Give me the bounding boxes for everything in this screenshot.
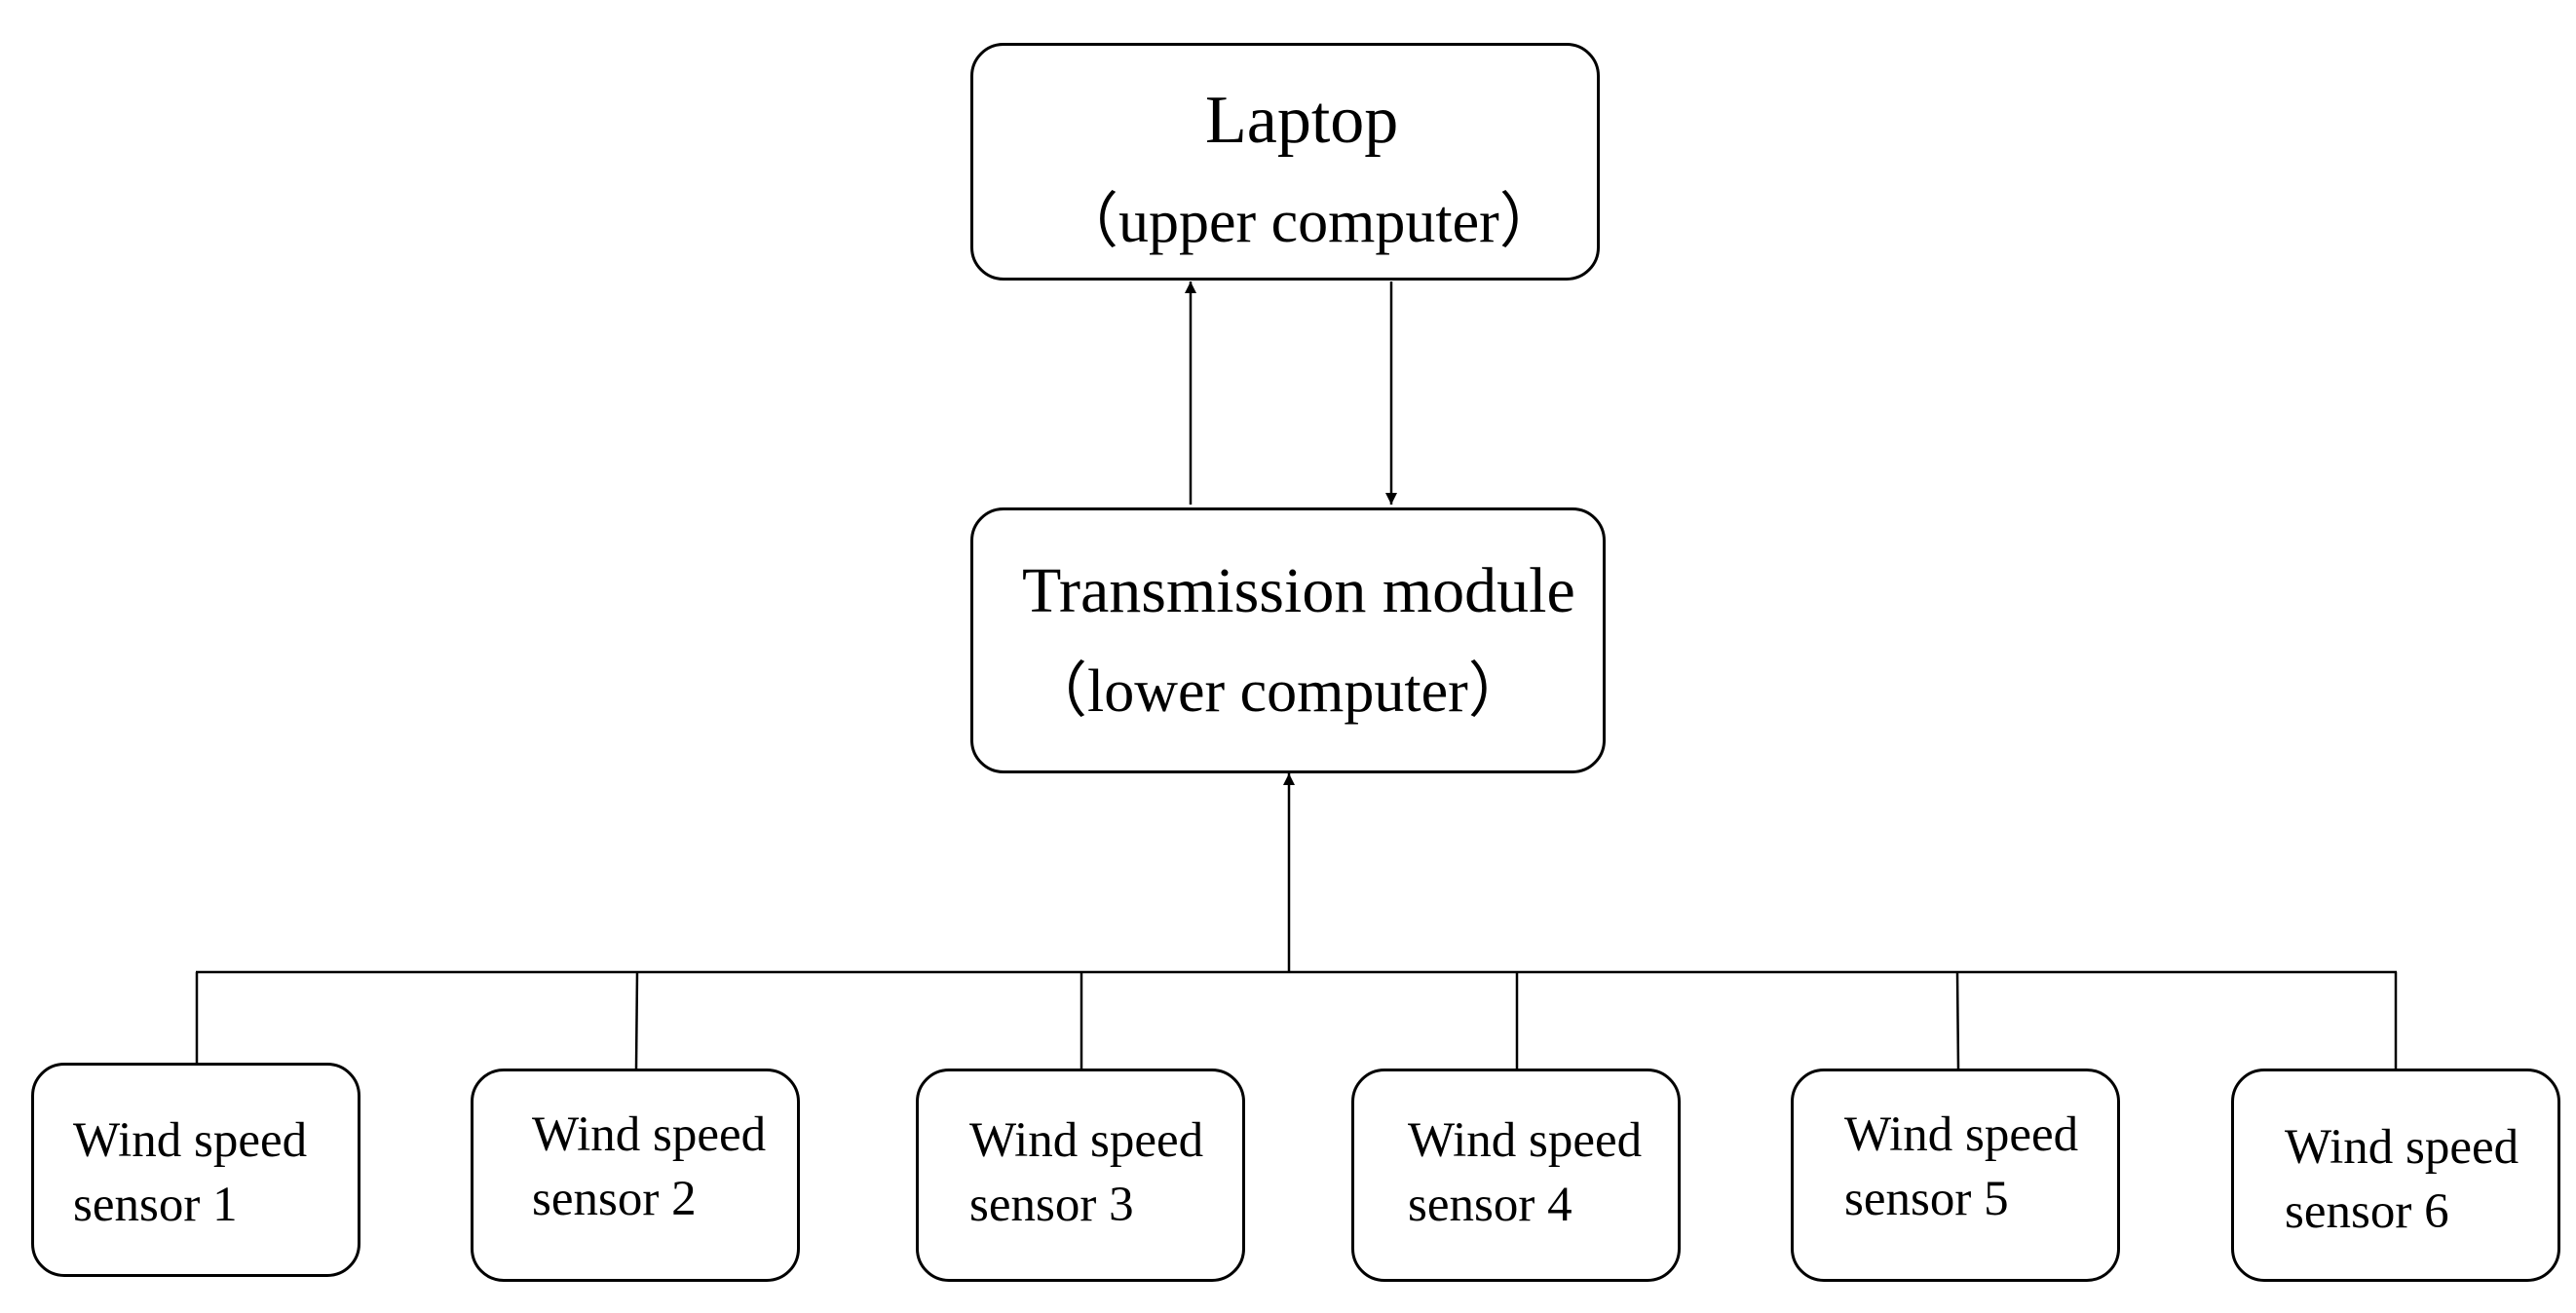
- sensor-label-line1: Wind speed: [532, 1107, 767, 1162]
- sensor-label-line1: Wind speed: [1408, 1113, 1643, 1168]
- sensor-5-connector: [1955, 971, 1960, 1069]
- sensor-label-line1: Wind speed: [969, 1113, 1204, 1168]
- sensor-label-line2: sensor 4: [1408, 1178, 1572, 1232]
- sensor-label-line2: sensor 1: [73, 1178, 238, 1232]
- sensor-node-6: Wind speed sensor 6: [2231, 1069, 2560, 1282]
- sensor-node-5: Wind speed sensor 5: [1791, 1069, 2120, 1282]
- sensor-label-line2: sensor 3: [969, 1178, 1134, 1232]
- sensor-label-line2: sensor 2: [532, 1172, 697, 1226]
- sensor-node-1: Wind speed sensor 1: [31, 1063, 360, 1277]
- sensor-node-2: Wind speed sensor 2: [471, 1069, 800, 1282]
- laptop-title: Laptop: [1205, 83, 1399, 158]
- sensor-node-4: Wind speed sensor 4: [1351, 1069, 1681, 1282]
- sensor-2-connector: [634, 971, 639, 1069]
- sensor-label-line1: Wind speed: [2285, 1120, 2519, 1175]
- transmission-subtitle: （lower computer）: [1027, 658, 1529, 725]
- sensor-label-line1: Wind speed: [73, 1113, 308, 1168]
- sensor-label-line1: Wind speed: [1844, 1107, 2079, 1162]
- sensor-label-line2: sensor 6: [2285, 1184, 2449, 1239]
- laptop-node: Laptop （upper computer）: [970, 43, 1600, 281]
- sensor-node-3: Wind speed sensor 3: [916, 1069, 1245, 1282]
- laptop-subtitle: （upper computer）: [1058, 189, 1560, 255]
- sensor-label-line2: sensor 5: [1844, 1172, 2009, 1226]
- transmission-title: Transmission module: [1022, 555, 1575, 626]
- transmission-node: Transmission module （lower computer）: [970, 507, 1606, 773]
